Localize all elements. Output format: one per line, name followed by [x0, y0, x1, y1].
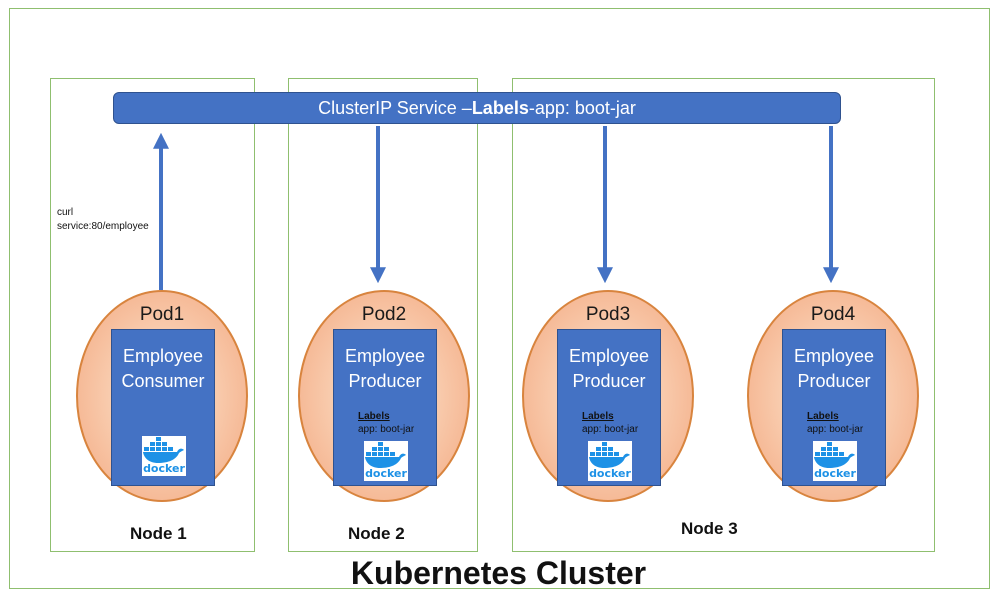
- pod-labels: Labels app: boot-jar: [358, 410, 414, 436]
- pod-1: Pod1 Employee Consumer docker: [76, 290, 248, 502]
- clusterip-service: ClusterIP Service – Labels-app: boot-jar: [113, 92, 841, 124]
- app-name: Employee Producer: [783, 344, 885, 394]
- pod-labels: Labels app: boot-jar: [807, 410, 863, 436]
- labels-value: app: boot-jar: [807, 424, 864, 435]
- container-employee-producer: Employee Producer Labels app: boot-jar d…: [333, 329, 437, 486]
- app-name-line-2: Producer: [572, 371, 646, 391]
- app-name-line-1: Employee: [122, 346, 204, 366]
- pod-3: Pod3 Employee Producer Labels app: boot-…: [522, 290, 694, 502]
- docker-logo-icon: docker: [364, 441, 408, 481]
- pod-title: Pod3: [585, 304, 631, 325]
- container-employee-consumer: Employee Consumer docker: [111, 329, 215, 486]
- docker-logo-icon: docker: [588, 441, 632, 481]
- app-name-line-2: Consumer: [121, 371, 205, 391]
- pod-title: Pod4: [810, 304, 856, 325]
- labels-title: Labels: [807, 411, 839, 422]
- app-name-line-1: Employee: [568, 346, 650, 366]
- app-name-line-2: Producer: [797, 371, 871, 391]
- docker-word: docker: [143, 462, 185, 475]
- labels-title: Labels: [582, 411, 614, 422]
- pod-title: Pod1: [139, 304, 185, 325]
- app-name: Employee Producer: [558, 344, 660, 394]
- docker-word: docker: [589, 467, 631, 480]
- node-3-label: Node 3: [681, 519, 738, 538]
- container-employee-producer: Employee Producer Labels app: boot-jar d…: [557, 329, 661, 486]
- service-suffix: -app: boot-jar: [528, 97, 636, 118]
- curl-line-1: curl: [57, 207, 74, 218]
- service-labels-word: Labels: [471, 97, 529, 118]
- app-name-line-1: Employee: [793, 346, 875, 366]
- app-name-line-1: Employee: [344, 346, 426, 366]
- docker-logo-icon: docker: [813, 441, 857, 481]
- curl-annotation: curl service:80/employee: [57, 206, 149, 234]
- pod-4: Pod4 Employee Producer Labels app: boot-…: [747, 290, 919, 502]
- pod-2: Pod2 Employee Producer Labels app: boot-…: [298, 290, 470, 502]
- container-employee-producer: Employee Producer Labels app: boot-jar d…: [782, 329, 886, 486]
- service-prefix: ClusterIP Service –: [318, 97, 472, 118]
- docker-word: docker: [814, 467, 856, 480]
- app-name-line-2: Producer: [348, 371, 422, 391]
- docker-logo-icon: docker: [142, 436, 186, 476]
- app-name: Employee Producer: [334, 344, 436, 394]
- node-1-label: Node 1: [130, 524, 187, 543]
- pod-title: Pod2: [361, 304, 407, 325]
- docker-word: docker: [365, 467, 407, 480]
- app-name: Employee Consumer: [112, 344, 214, 394]
- node-2-label: Node 2: [348, 524, 405, 543]
- cluster-title: Kubernetes Cluster: [350, 555, 647, 591]
- labels-value: app: boot-jar: [358, 424, 415, 435]
- labels-title: Labels: [358, 411, 390, 422]
- pod-labels: Labels app: boot-jar: [582, 410, 638, 436]
- labels-value: app: boot-jar: [582, 424, 639, 435]
- curl-line-2: service:80/employee: [57, 221, 149, 232]
